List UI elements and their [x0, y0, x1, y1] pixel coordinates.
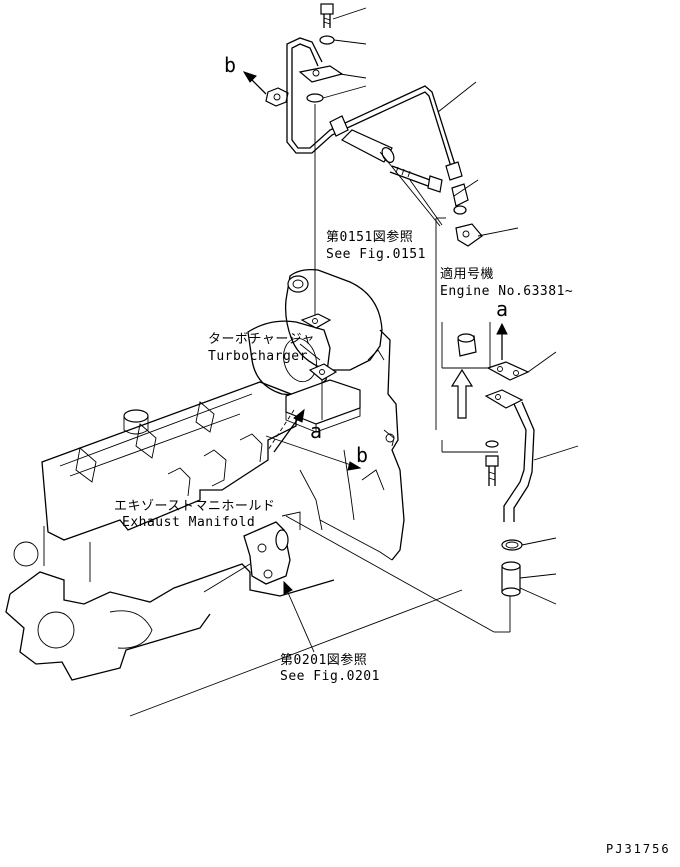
top-flange	[298, 65, 344, 83]
turbocharger-en: Turbocharger	[208, 349, 308, 364]
long-bolt	[389, 165, 443, 193]
drawing-number: PJ31756	[606, 842, 671, 856]
hollow-arrow-up	[450, 368, 474, 419]
top-bolt	[320, 3, 334, 28]
leader-lines-bottom	[129, 151, 463, 717]
connection-lines	[285, 440, 511, 633]
ref-0201-jp: 第0201図参照	[280, 653, 368, 668]
top-nut	[265, 87, 289, 107]
elbow-fitting	[455, 223, 483, 247]
exhaust-manifold-en: Exhaust Manifold	[122, 515, 256, 530]
applicable-en: Engine No.63381~	[440, 284, 574, 299]
marker-b-top: b	[224, 53, 237, 77]
top-washer	[319, 35, 335, 45]
drain-gasket	[486, 361, 530, 381]
drain-hose	[501, 561, 521, 597]
leader-lines-top	[322, 7, 519, 237]
ref-0151-en: See Fig.0151	[326, 247, 426, 262]
tube-clip	[329, 115, 349, 137]
arrow-b-top	[242, 71, 267, 95]
applicable-bracket	[435, 217, 491, 430]
arrow-a-right	[496, 322, 508, 360]
exhaust-manifold-jp: エキゾーストマニホールド	[114, 499, 276, 514]
marker-b-lower: b	[356, 443, 369, 467]
hose-clamp	[501, 539, 523, 551]
ref-0201-en: See Fig.0201	[280, 669, 380, 684]
engine-block	[5, 329, 405, 681]
ref-0151-jp: 第0151図参照	[326, 230, 414, 245]
turbocharger	[247, 268, 383, 433]
spacer-sleeve	[340, 129, 395, 163]
exhaust-elbow	[243, 511, 301, 585]
turbocharger-jp: ターボチャージャ	[208, 332, 315, 347]
applicable-jp: 適用号機	[440, 267, 495, 282]
washer-drain	[485, 440, 499, 448]
drain-bolt	[485, 455, 499, 486]
alignment-lines	[267, 380, 323, 451]
drain-tube	[503, 401, 535, 522]
arrow-a-center	[273, 408, 305, 453]
drain-flange	[484, 389, 524, 409]
plug-new	[457, 333, 477, 357]
arrow-b-lower	[265, 435, 362, 471]
marker-a-center: a	[310, 419, 323, 443]
marker-a-right: a	[496, 297, 509, 321]
oil-supply-tube	[286, 37, 463, 181]
top-gasket	[306, 93, 324, 103]
leader-lines-right	[519, 351, 579, 605]
